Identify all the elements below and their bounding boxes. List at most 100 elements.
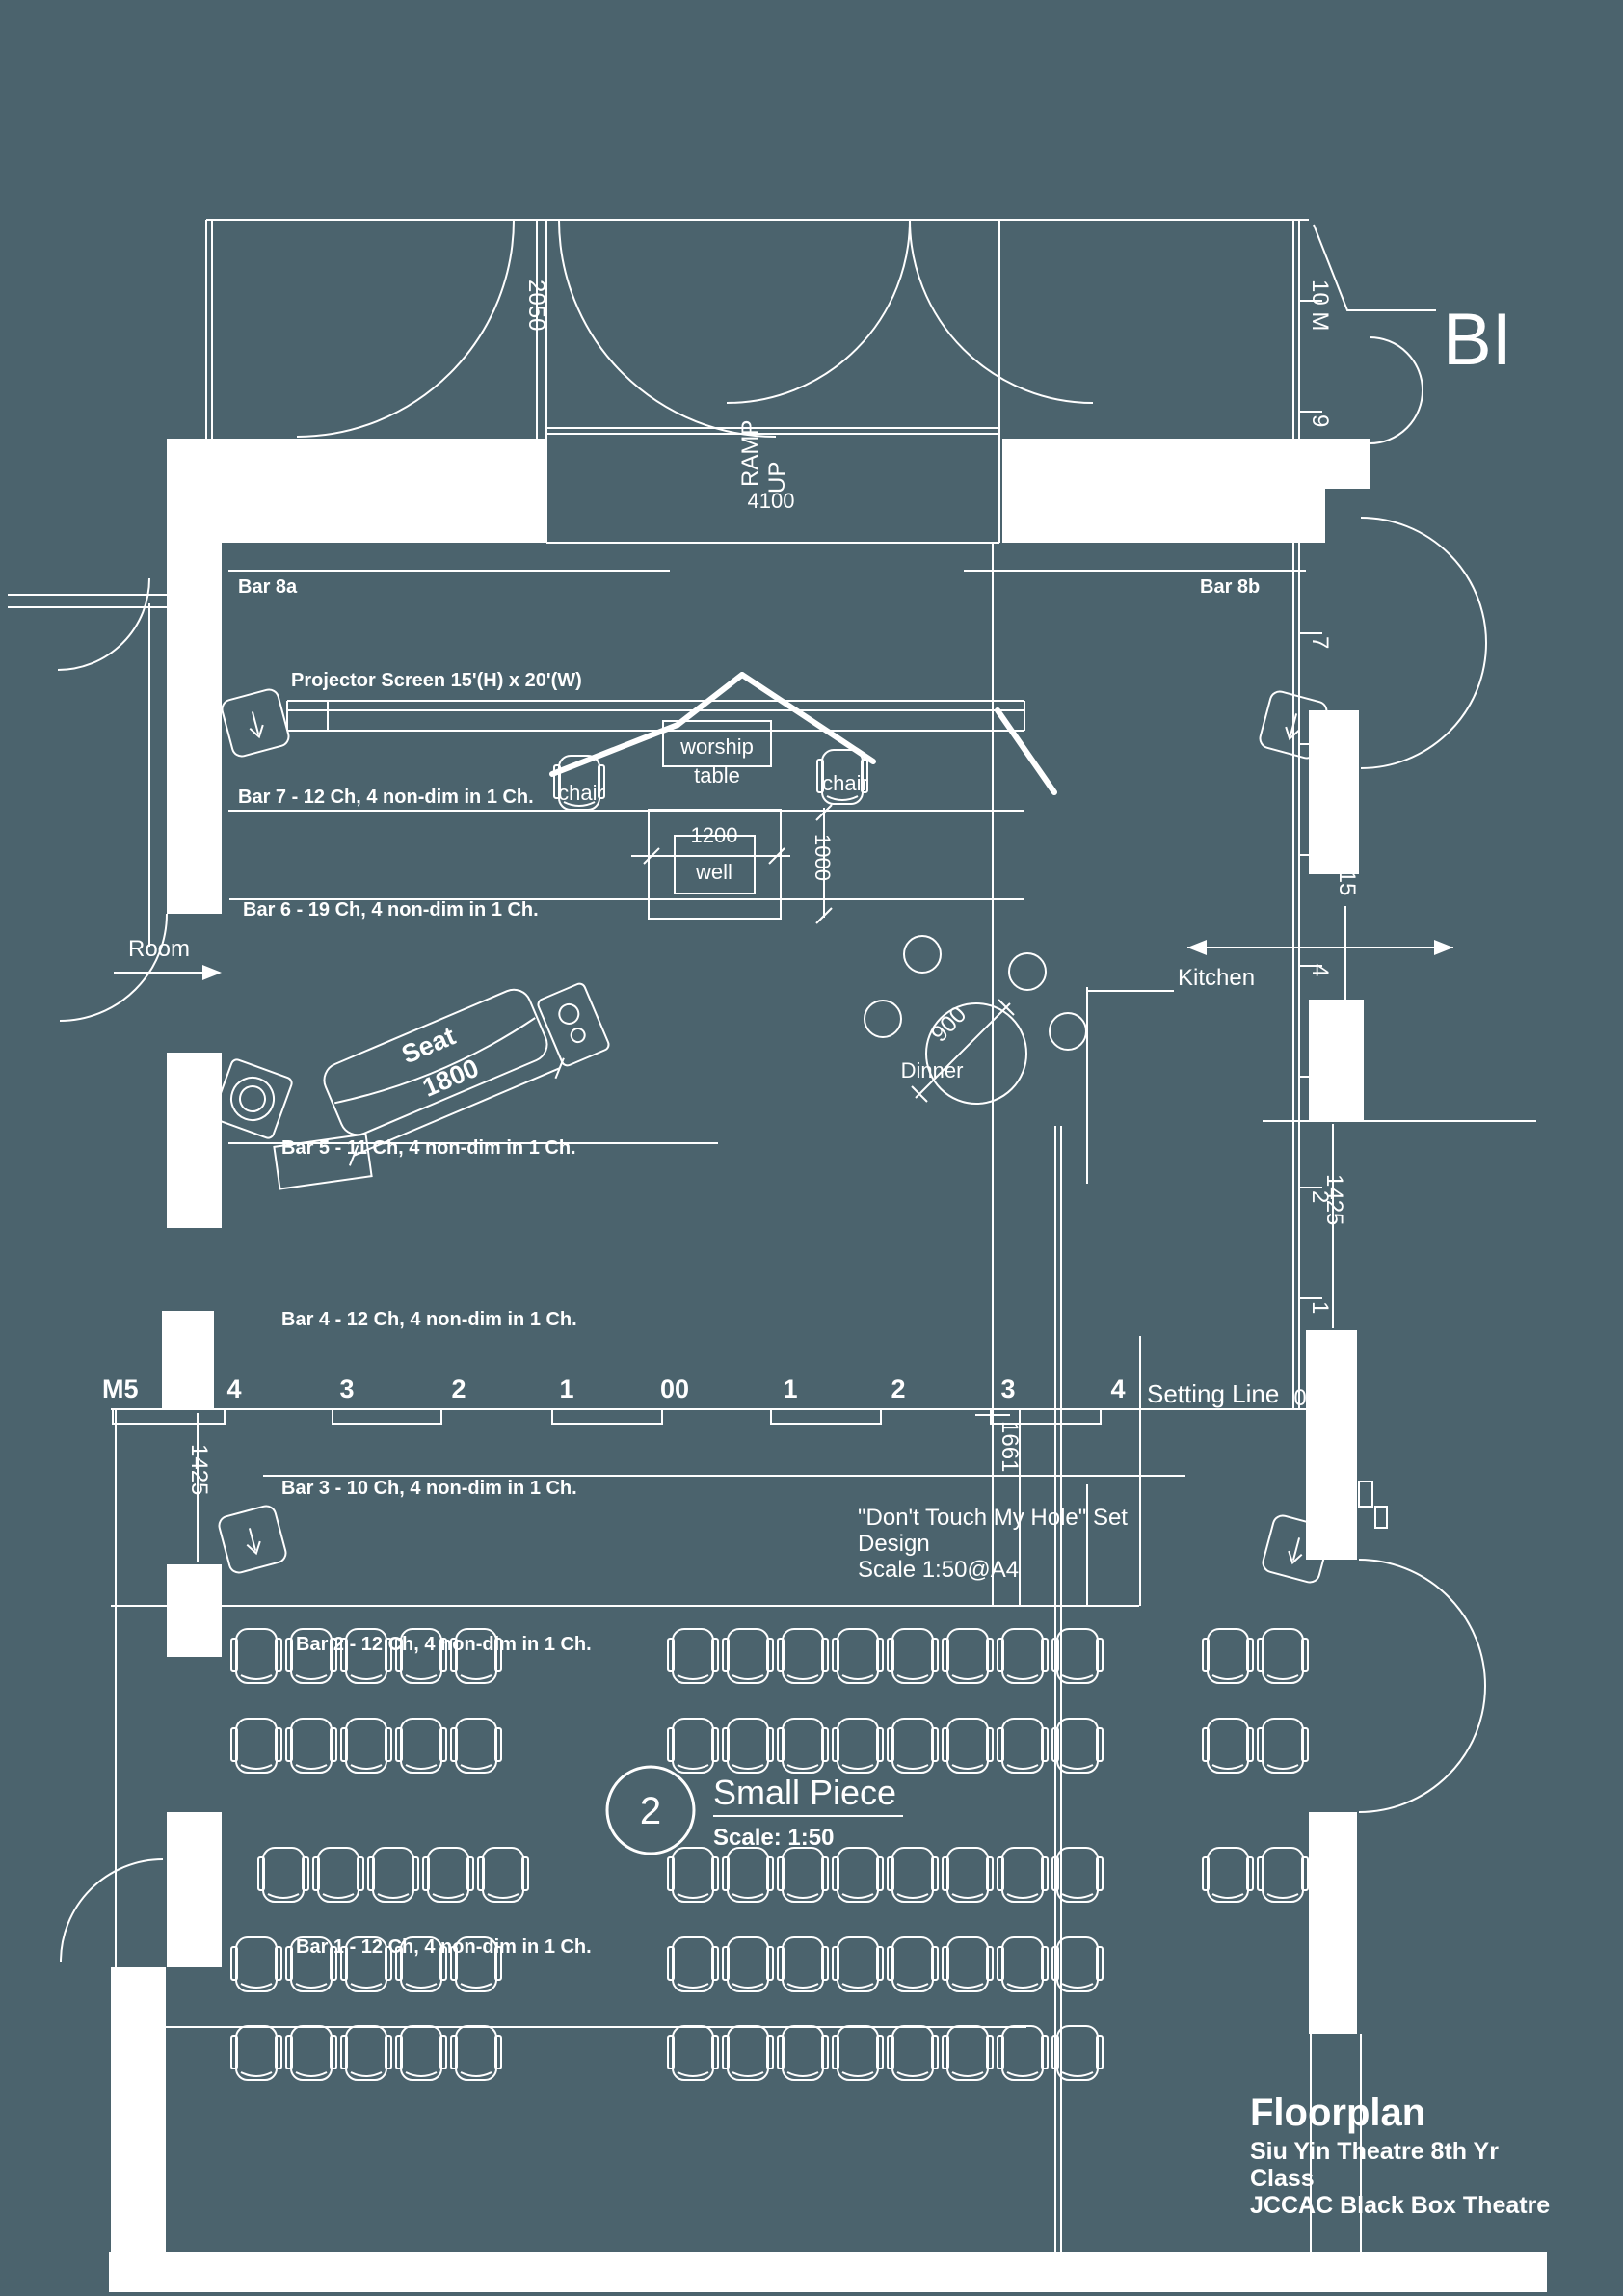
bar-6-label: Bar 6 - 19 Ch, 4 non-dim in 1 Ch.: [243, 899, 539, 921]
drawing-subtitle-2: Class: [1250, 2165, 1315, 2192]
door-frame: [1358, 1481, 1373, 1508]
ramp-label-word1: RAMP: [737, 420, 763, 487]
wall-segment: [1306, 1330, 1357, 1560]
wall-segment: [111, 1967, 166, 2252]
dinner-table-circle: [925, 1002, 1027, 1105]
setting-mark-m5: M5: [102, 1375, 139, 1403]
screen-brace: [549, 722, 680, 777]
door-arc: [1358, 1559, 1486, 1687]
left-opening-dim: 1425: [186, 1444, 212, 1495]
worship-table-label-2: table: [694, 763, 740, 788]
chair-label: chair: [822, 771, 868, 795]
end-table-outline: [537, 982, 610, 1067]
setting-mark: 4: [1110, 1375, 1125, 1403]
sheet-label: BI: [1313, 224, 1512, 381]
door-arc: [1369, 336, 1423, 391]
height-ruler: 10 M 9 7 6 5 4 3 2 1 0: [1292, 220, 1333, 1411]
wall-segment: [167, 439, 545, 543]
wall-segment: [1309, 1812, 1357, 2034]
outer-walls: [109, 439, 1547, 2292]
set-design-note-line1: "Don't Touch My Hole" Set: [858, 1505, 1128, 1531]
stage-floor-strip: [109, 2252, 1547, 2292]
wall-segment: [1002, 439, 1325, 543]
dinner-label: Dinner: [901, 1058, 964, 1082]
ruler-mark: 6: [1307, 747, 1333, 760]
ruler-mark: 4: [1307, 964, 1333, 976]
worship-table-outline: [662, 720, 772, 767]
sofa-outline: [323, 988, 548, 1136]
room-arrow-head: [202, 965, 222, 980]
chair-label: chair: [558, 781, 604, 805]
end-table-item: [558, 1002, 580, 1025]
door-arc: [1360, 642, 1487, 769]
door-arc: [59, 913, 168, 1022]
ruler-mark: 9: [1307, 414, 1333, 427]
end-table-item: [570, 1028, 586, 1044]
wall-segment: [167, 1812, 222, 1967]
drawing-subtitle-3: JCCAC Black Box Theatre: [1250, 2192, 1550, 2219]
set-piece-outline: [273, 1133, 373, 1190]
sofa-dim-line: [353, 1067, 561, 1157]
drawing-subtitle-1: Siu Yin Theatre 8th Yr: [1250, 2138, 1499, 2165]
ruler-mark: 2: [1307, 1190, 1333, 1203]
door-arc: [726, 219, 911, 404]
right-wall-span-dim: 2215: [1334, 844, 1360, 895]
sofa-back-line: [333, 1017, 536, 1105]
setting-line-bracket: [332, 1409, 442, 1425]
dinner-stool: [1008, 952, 1047, 991]
setting-mark: 2: [891, 1375, 905, 1403]
door-arc: [60, 1858, 164, 1962]
drawing-title: Floorplan: [1250, 2092, 1425, 2134]
setting-line-label: Setting Line: [1147, 1379, 1279, 1408]
callout-title: Small Piece: [713, 1773, 896, 1812]
right-opening-dim: 1425: [1321, 1174, 1347, 1225]
setting-line: M5 4 3 2 1 00 1 2 3 4 Setting Line 1661: [102, 1375, 1306, 1472]
setting-line-bracket: [770, 1409, 882, 1425]
screen-brace: [995, 707, 1057, 795]
worship-chair-left: chair: [553, 755, 605, 811]
structural-lines: [8, 219, 1536, 2252]
setting-mark-center: 00: [660, 1375, 689, 1403]
title-block: Floorplan Siu Yin Theatre 8th Yr Class J…: [1250, 2092, 1550, 2219]
callout-scale: Scale: 1:50: [713, 1825, 834, 1851]
wall-segment: [162, 1311, 214, 1409]
wall-segment: [167, 1053, 222, 1228]
wall-segment: [167, 1564, 222, 1657]
dimension-annotations: 2050 1425 1425 2215 Room Kitchen: [114, 220, 1453, 1562]
bar-7-label: Bar 7 - 12 Ch, 4 non-dim in 1 Ch.: [238, 787, 534, 808]
bar-2-label: Bar 2 - 12 Ch, 4 non-dim in 1 Ch.: [296, 1634, 592, 1655]
callout-circle: [605, 1765, 696, 1855]
sheet-code: BI: [1443, 299, 1512, 381]
dinner-stool: [903, 935, 942, 974]
dinner-dim-line: [915, 1002, 1011, 1099]
side-table-outline: [212, 1058, 293, 1139]
door-arc: [558, 219, 777, 438]
side-table-circle: [239, 1085, 266, 1112]
side-table-circle: [230, 1077, 275, 1121]
room-label: Room: [128, 936, 190, 962]
setting-mark: 1: [559, 1375, 573, 1403]
setting-mark: 3: [1000, 1375, 1015, 1403]
door-arc: [57, 577, 150, 671]
well-label: well: [695, 860, 732, 884]
kitchen-label: Kitchen: [1178, 965, 1255, 991]
well-outer: [648, 809, 782, 920]
kitchen-arrow-head: [1434, 940, 1453, 955]
stage-well: 1200 well 1000: [631, 804, 835, 924]
stage-depth-dimension: 1661: [997, 1421, 1023, 1472]
wall-segment: [167, 543, 222, 914]
bar-4-label: Bar 4 - 12 Ch, 4 non-dim in 1 Ch.: [281, 1309, 577, 1330]
ruler-mark-zero: 0: [1293, 1385, 1306, 1411]
screen-brace: [739, 672, 876, 764]
ruler-mark: 3: [1307, 1078, 1333, 1090]
ruler-mark: 1: [1307, 1301, 1333, 1314]
bar-8b-label: Bar 8b: [1200, 576, 1260, 598]
ruler-mark: 7: [1307, 636, 1333, 649]
door-arc: [1360, 517, 1487, 644]
ramp-label-word2: UP: [764, 462, 790, 494]
wall-segment: [1309, 1000, 1364, 1121]
sofa-end-table: [537, 982, 610, 1067]
dinner-stool: [1049, 1012, 1087, 1051]
